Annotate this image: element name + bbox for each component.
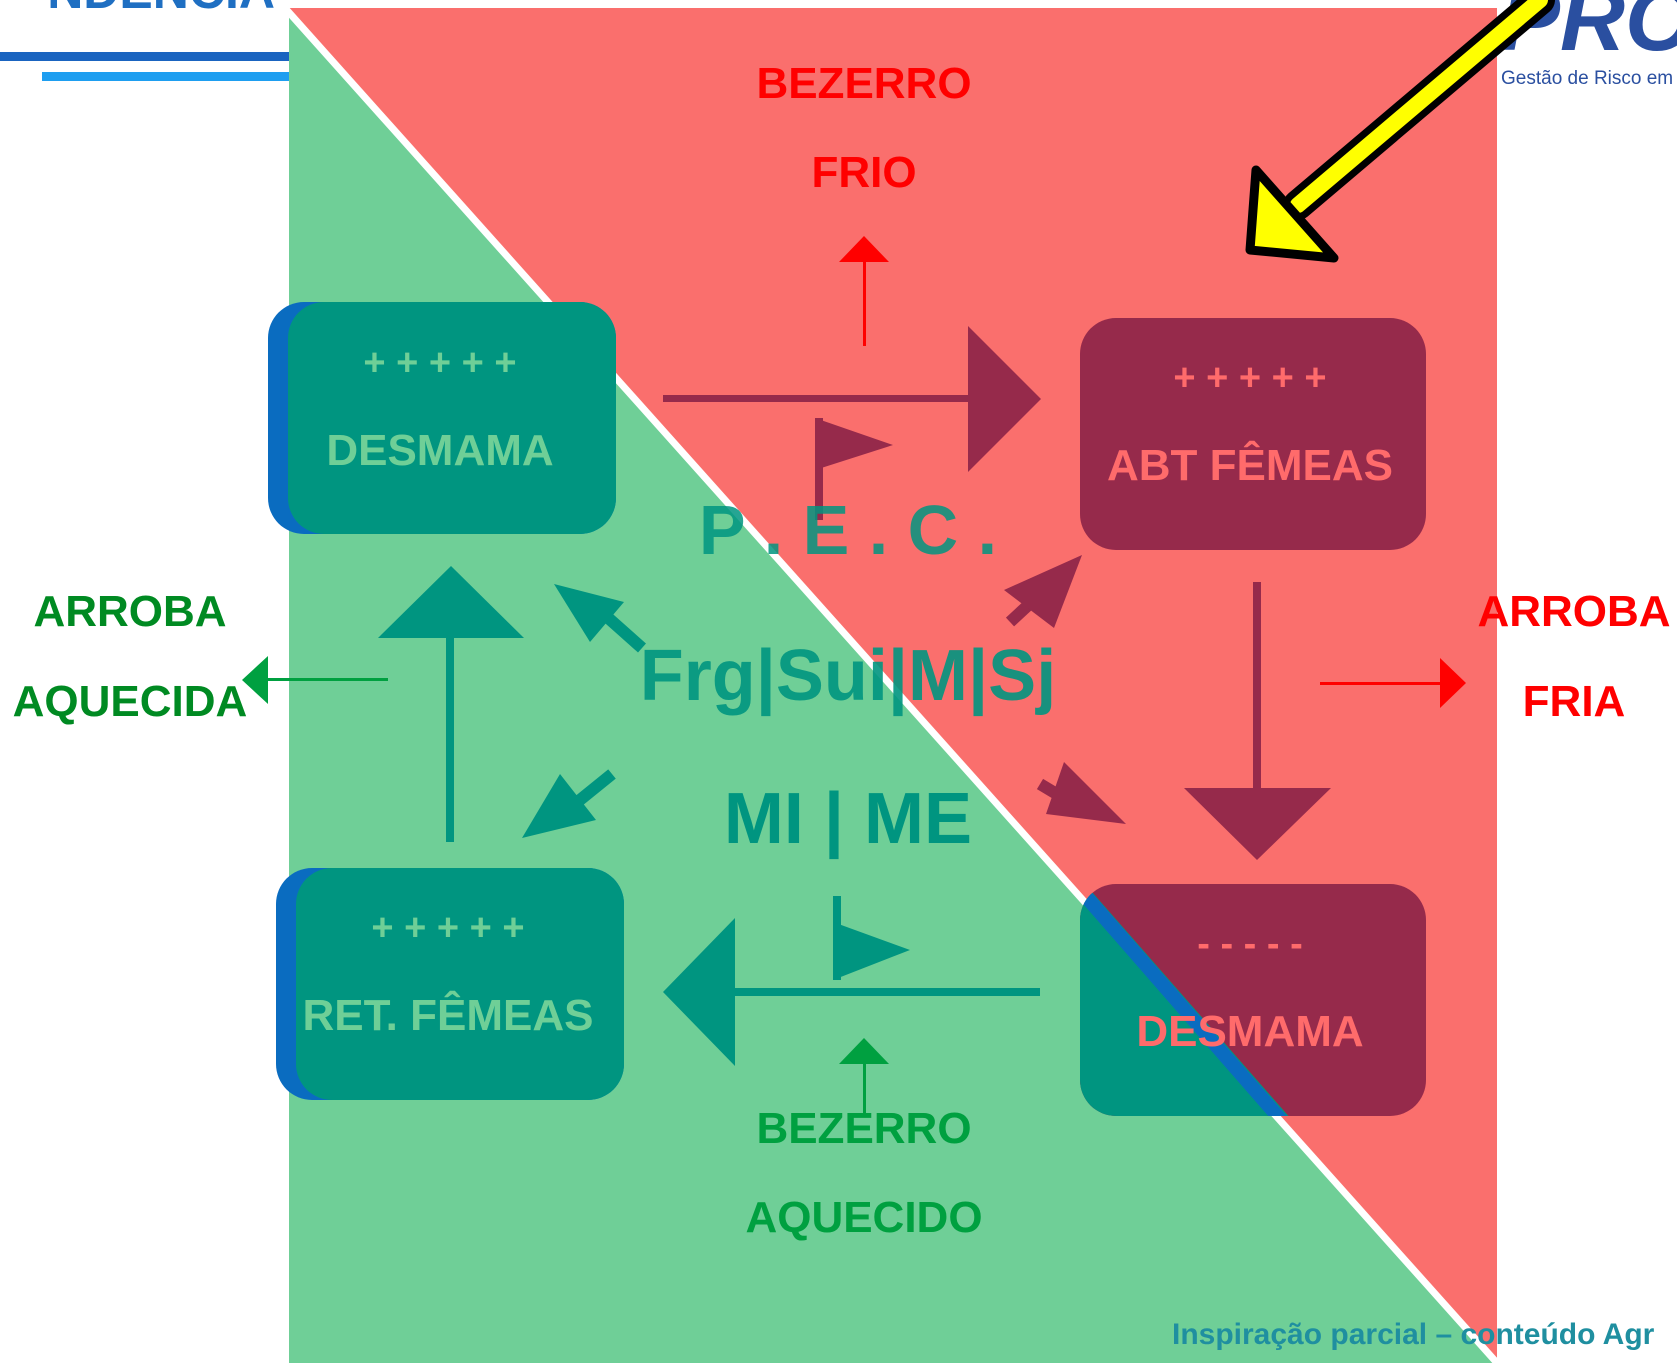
arroba-fria-line1: ARROBA [1477,587,1670,636]
header-title: NDÊNCIA [47,0,275,19]
box-abt-femeas: + + + + + ABT FÊMEAS [1080,318,1426,550]
box-ret-femeas: + + + + + RET. FÊMEAS [276,868,624,1100]
arrow-to-abt [663,326,1041,472]
pointer-arrow-icon [1245,0,1555,263]
arrow-arroba-fria [1320,658,1466,708]
arrow-bezerro-frio [839,236,889,346]
bezerro-frio-line1: BEZERRO [756,59,971,108]
box-marks: + + + + + [1173,357,1326,399]
arrow-arroba-aquecida [242,656,388,704]
arrow-to-desmama-bottom [1184,582,1331,860]
box-desmama-bottom [1080,884,1426,1116]
small-arrow-up-right [1004,555,1082,628]
arrow-bezerro-aquecido [839,1038,889,1115]
right-margin [1497,100,1677,1363]
box-label: DESMAMA [326,426,553,475]
small-arrow-down-right [1036,762,1126,824]
arrow-to-desmama-top [378,566,524,842]
arroba-aquecida-line1: ARROBA [33,587,226,636]
header-underline-1 [0,52,490,61]
box-marks: + + + + + [363,342,516,384]
small-arrow-up-left [554,584,646,653]
zone-divider [282,5,1500,1363]
box-label: ABT FÊMEAS [1107,440,1393,490]
box-marks: - - - - - [1197,923,1303,965]
arroba-aquecida-line2: AQUECIDA [13,677,248,726]
arroba-fria-line2: FRIA [1523,677,1626,726]
box-label: RET. FÊMEAS [303,990,594,1040]
flag-top-icon [815,418,893,520]
box-label: DESMAMA [1136,1007,1363,1056]
footer-credit: Inspiração parcial – conteúdo Agr [1172,1318,1655,1351]
flag-bottom-icon [833,896,910,980]
bezerro-aquecido-line1: BEZERRO [756,1104,971,1153]
markets-label: MI | ME [724,779,972,859]
box-marks: + + + + + [371,907,524,949]
players-label: Frg|Sui|M|Sj [640,636,1056,716]
box-desmama-top: + + + + + DESMAMA [268,302,616,534]
bezerro-aquecido-line2: AQUECIDO [745,1193,982,1242]
pec-label: P . E . C . [699,491,997,569]
logo-subtitle: Gestão de Risco em [1501,68,1673,89]
arrow-to-ret-femeas [663,918,1040,1066]
bezerro-frio-line2: FRIO [811,148,916,197]
small-arrow-down-left [522,769,616,838]
